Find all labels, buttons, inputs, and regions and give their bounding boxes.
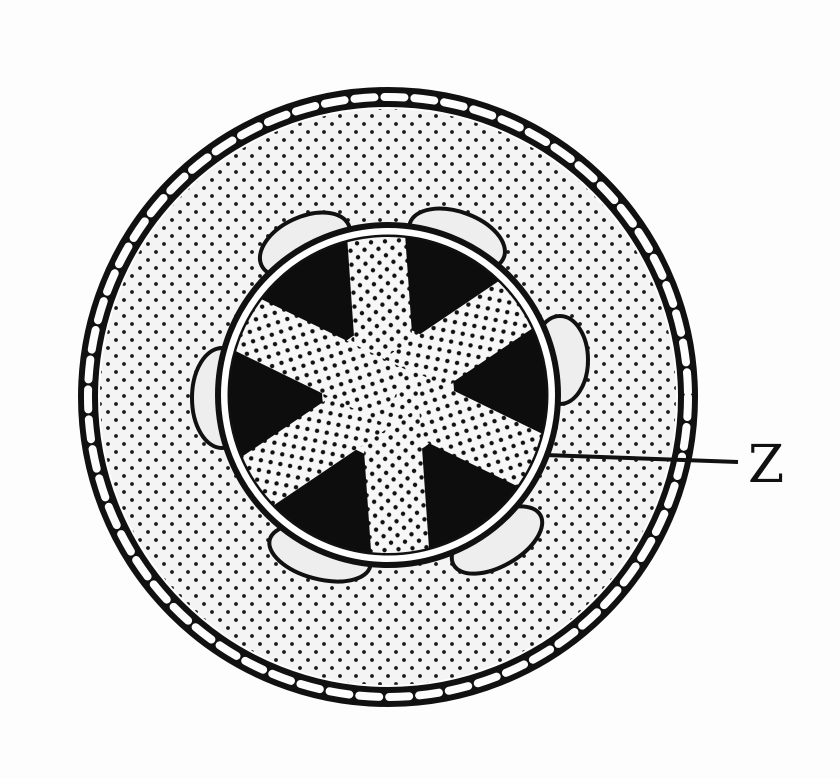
label-leader-line [544, 453, 739, 464]
label-z: Z [748, 435, 784, 495]
xylem-star [230, 237, 546, 553]
epidermis [78, 87, 698, 707]
stele [230, 237, 546, 553]
